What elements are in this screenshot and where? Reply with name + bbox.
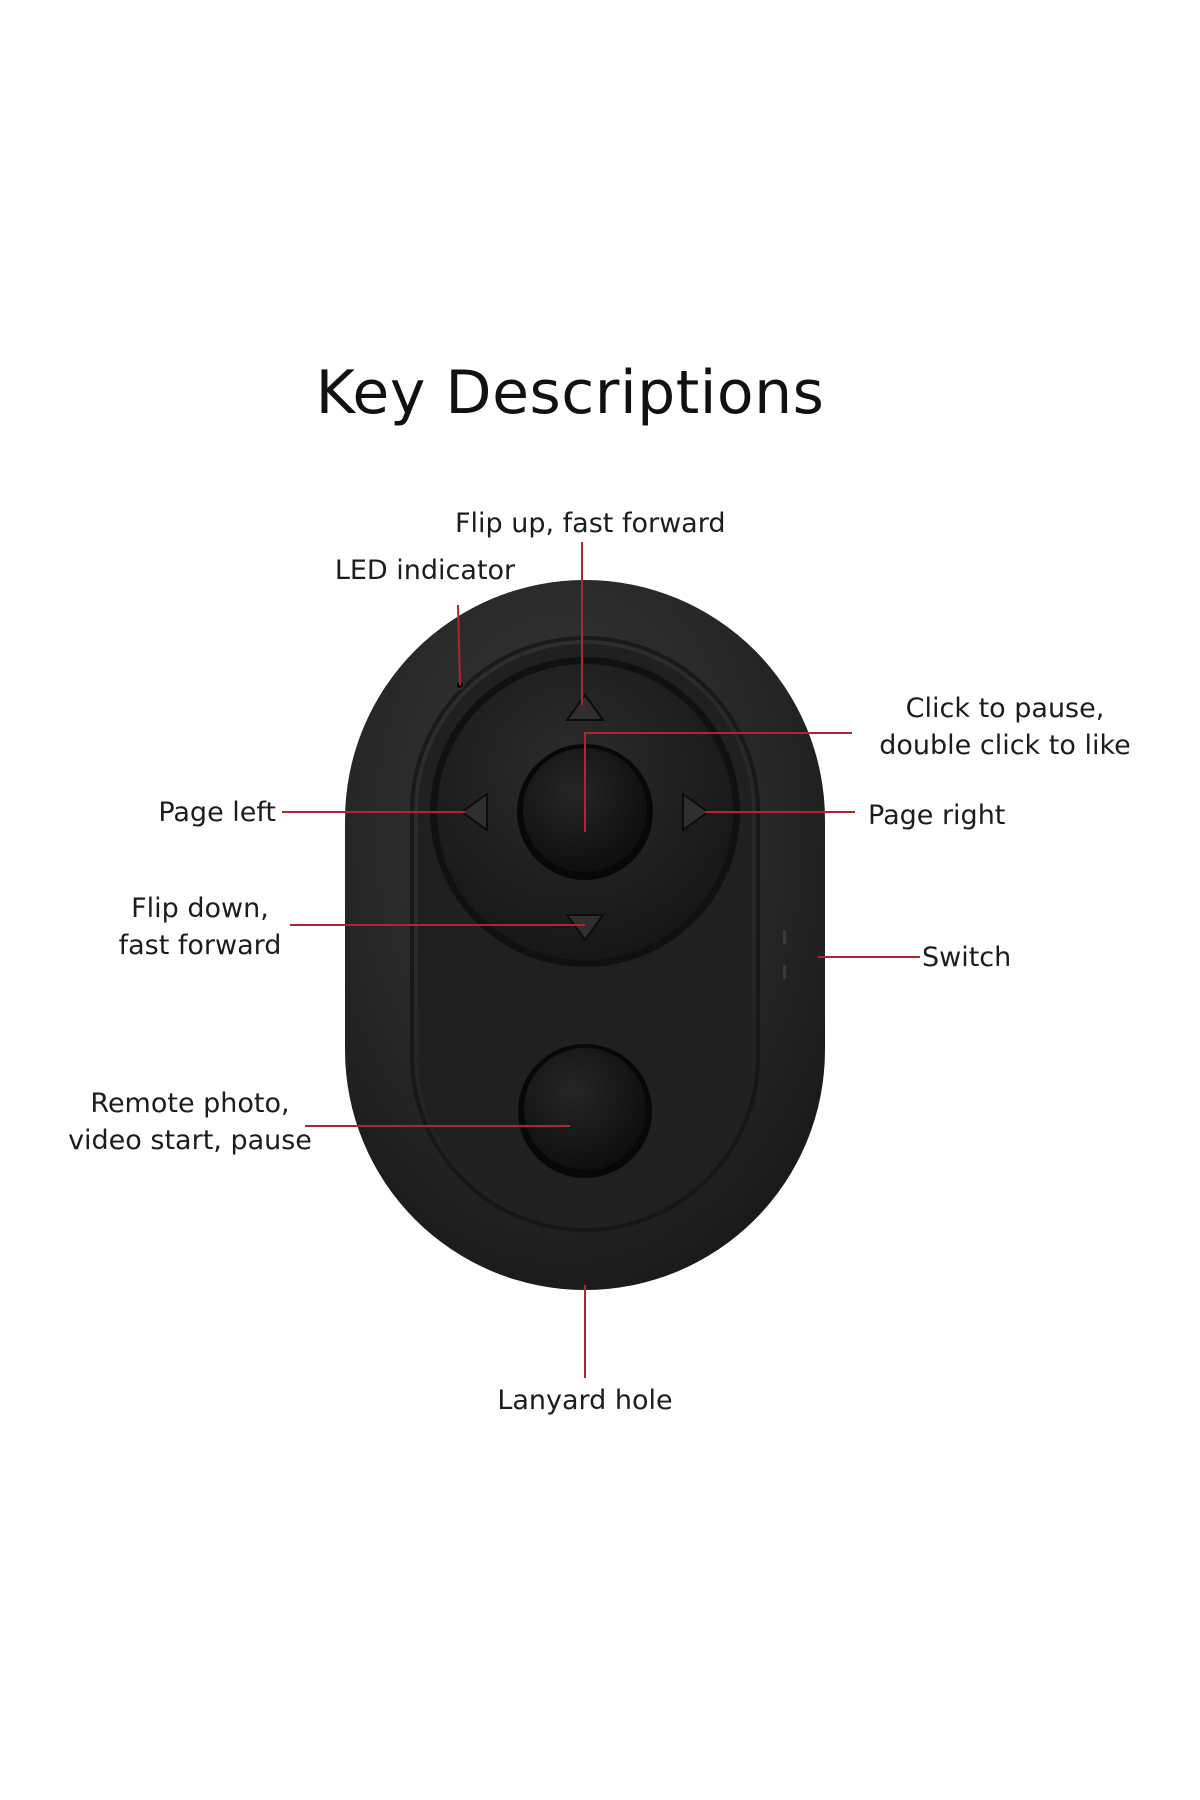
up-arrow-icon[interactable] — [565, 693, 605, 721]
label-lanyard-hole: Lanyard hole — [497, 1385, 673, 1416]
switch-markings — [783, 930, 786, 979]
down-arrow-icon[interactable] — [565, 914, 605, 942]
label-page-right: Page right — [868, 800, 1006, 831]
shutter-button[interactable] — [518, 1044, 652, 1178]
left-arrow-icon[interactable] — [460, 792, 488, 832]
label-flip-down: Flip down, fast forward — [118, 893, 282, 961]
page-title: Key Descriptions — [315, 358, 825, 428]
label-flip-up: Flip up, fast forward — [455, 508, 726, 539]
label-click-pause: Click to pause, double click to like — [879, 693, 1131, 761]
label-switch: Switch — [922, 942, 1012, 973]
label-remote-photo: Remote photo, video start, pause — [68, 1088, 312, 1156]
right-arrow-icon[interactable] — [682, 792, 710, 832]
leader-click-pause — [584, 732, 852, 832]
leader-led — [457, 604, 461, 686]
label-page-left: Page left — [158, 797, 276, 828]
label-led-indicator: LED indicator — [334, 555, 516, 586]
leader-lines — [282, 542, 920, 1378]
